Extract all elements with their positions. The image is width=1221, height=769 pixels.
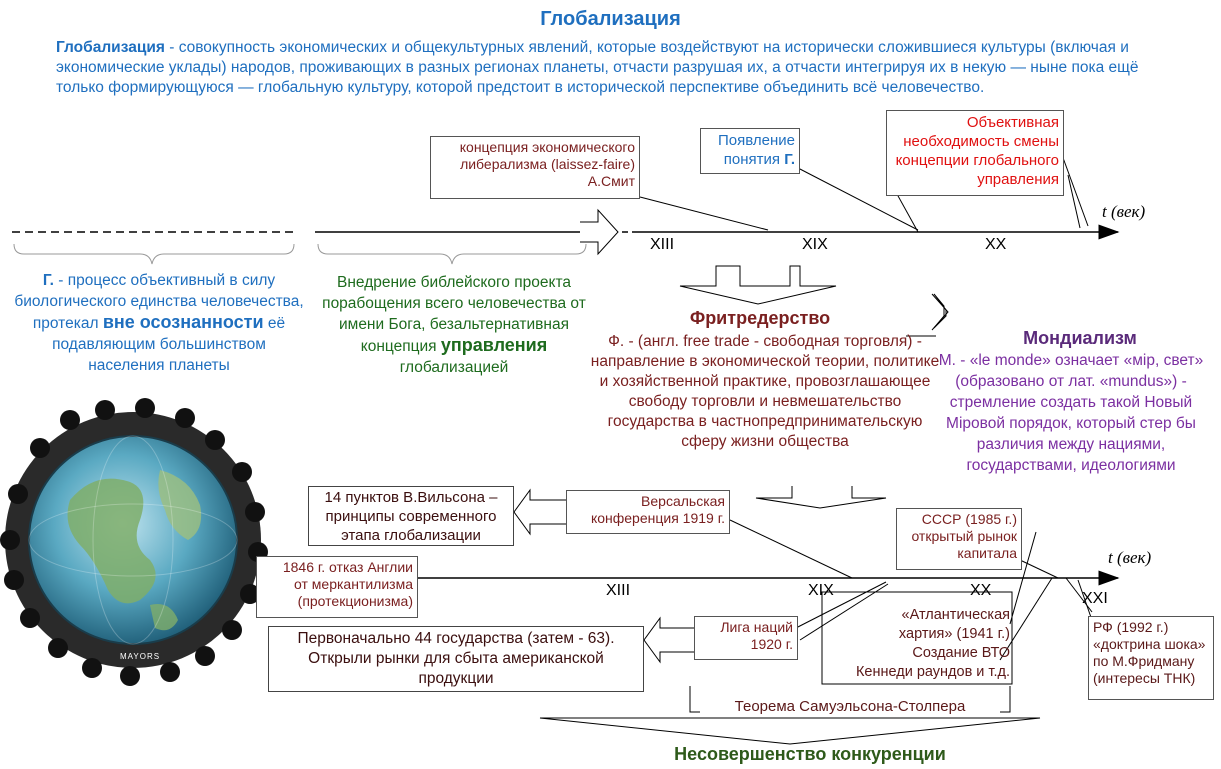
atlantic-line4: Кеннеди раундов и т.д. xyxy=(855,664,1010,680)
top-tick-xix: XIX xyxy=(802,236,828,253)
brace-middle xyxy=(317,243,587,265)
england-line2: от меркантилизма xyxy=(294,576,413,592)
versailles-box: Версальская конференция 1919 г. xyxy=(566,490,730,534)
liberalism-line2: либерализма (laissez-faire) xyxy=(460,156,635,172)
states-line1: Первоначально 44 государства (затем - 63… xyxy=(297,630,615,647)
appearance-line1: Появление xyxy=(718,132,795,149)
ussr-line1: СССР (1985 г.) xyxy=(921,511,1017,527)
mondialism-body: М. - «le monde» означает «міp, свет» (об… xyxy=(938,352,1204,474)
atlantic-line2: хартия» (1941 г.) xyxy=(898,626,1010,642)
liberalism-line1: концепция экономического xyxy=(459,139,635,155)
ussr-line3: капитала xyxy=(957,545,1017,561)
objective-line2: необходимость смены xyxy=(903,133,1059,150)
rf-line3: по М.Фридману xyxy=(1093,653,1195,669)
left-term: Г. xyxy=(42,272,54,289)
right-arrow-mondialism xyxy=(933,293,947,329)
league-line1: Лига наций xyxy=(720,619,793,635)
top-tick-xx: XX xyxy=(985,236,1007,253)
england-box: 1846 г. отказ Англии от меркантилизма (п… xyxy=(256,556,418,618)
image-signature: MAYORS xyxy=(120,652,161,661)
free-trade-heading: Фритредерство xyxy=(689,308,831,328)
liberalism-box: концепция экономического либерализма (la… xyxy=(430,136,640,199)
top-axis-label: t (век) xyxy=(1102,202,1146,221)
ussr-line2: открытый рынок xyxy=(911,528,1017,544)
imperfection-label: Несовершенство конкуренции xyxy=(674,744,946,764)
middle-description: Внедрение библейского проекта порабощени… xyxy=(316,272,592,378)
middle-part1: Внедрение библейского проекта порабощени… xyxy=(322,274,586,355)
wilson-line1: 14 пунктов В.Вильсона – xyxy=(324,489,498,506)
versailles-line2: конференция 1919 г. xyxy=(590,510,725,526)
league-line2: 1920 г. xyxy=(750,636,793,652)
atlantic-line1: «Атлантическая xyxy=(901,607,1010,623)
rf-line1: РФ (1992 г.) xyxy=(1093,619,1169,635)
arrow-to-wilson xyxy=(513,488,566,536)
down-block-arrow xyxy=(679,265,837,305)
middle-part2: глобализацией xyxy=(399,359,509,376)
left-emph: вне осознанности xyxy=(102,312,264,332)
theorem-bracket xyxy=(689,686,1011,713)
objective-box: Объективная необходимость смены концепци… xyxy=(886,110,1064,196)
theorem-label: Теорема Самуэльсона-Столпера xyxy=(734,698,966,715)
objective-line3: концепции глобального xyxy=(895,152,1059,169)
rf-line2: «доктрина шока» xyxy=(1093,636,1206,652)
ussr-box: СССР (1985 г.) открытый рынок капитала xyxy=(896,508,1022,570)
left-part2: её подавляющим большинством населения пл… xyxy=(52,315,286,374)
arrow-to-states xyxy=(643,616,696,664)
bottom-tick-xix: XIX xyxy=(808,582,834,599)
middle-emph: управления xyxy=(440,335,548,355)
objective-line4: управления xyxy=(977,171,1059,188)
bottom-tick-xiii: XIII xyxy=(606,582,631,599)
down-block-arrow-2 xyxy=(755,486,887,509)
wilson-line3: этапа глобализации xyxy=(341,527,481,544)
mondialism-heading: Мондиализм xyxy=(1023,328,1137,348)
bottom-tick-xx: XX xyxy=(970,582,992,599)
england-line1: 1846 г. отказ Англии xyxy=(282,559,413,575)
brace-left xyxy=(13,243,295,265)
league-box: Лига наций 1920 г. xyxy=(694,616,798,660)
bottom-axis-label: t (век) xyxy=(1108,548,1152,567)
globe-illustration xyxy=(0,398,268,686)
atlantic-text: «Атлантическая хартия» (1941 г.) Создани… xyxy=(822,606,1010,682)
definition-term: Глобализация xyxy=(56,39,165,56)
free-trade-body: Ф. - (англ. free trade - свободная торго… xyxy=(590,333,940,450)
rf-line4: (интересы ТНК) xyxy=(1093,670,1196,686)
appearance-line2: понятия xyxy=(723,151,785,168)
england-line3: (протекционизма) xyxy=(297,593,413,609)
objective-line1: Объективная xyxy=(966,114,1059,131)
globalization-definition: Глобализация - совокупность экономически… xyxy=(56,38,1176,98)
appearance-box: Появление понятия Г. xyxy=(700,128,800,174)
imperfection-arrow xyxy=(539,717,1041,745)
states-box: Первоначально 44 государства (затем - 63… xyxy=(268,626,644,692)
atlantic-line3: Создание ВТО xyxy=(912,645,1010,661)
left-part1: - процесс объективный в силу биологическ… xyxy=(14,272,304,332)
definition-text: - совокупность экономических и общекульт… xyxy=(56,39,1139,96)
top-tick-xiii: XIII xyxy=(650,236,675,253)
top-block-arrow xyxy=(580,208,619,256)
rf-box: РФ (1992 г.) «доктрина шока» по М.Фридма… xyxy=(1088,616,1214,700)
page-title: Глобализация xyxy=(540,8,681,30)
wilson-box: 14 пунктов В.Вильсона – принципы совреме… xyxy=(308,486,514,546)
versailles-line1: Версальская xyxy=(641,493,725,509)
liberalism-line3: А.Смит xyxy=(587,173,635,189)
appearance-bold: Г. xyxy=(784,151,795,168)
states-line3: продукции xyxy=(418,670,494,687)
left-description: Г. - процесс объективный в силу биологич… xyxy=(14,270,304,376)
states-line2: Открыли рынки для сбыта американской xyxy=(308,650,604,667)
bottom-tick-xxi: XXI xyxy=(1082,590,1108,607)
wilson-line2: принципы современного xyxy=(325,508,497,525)
